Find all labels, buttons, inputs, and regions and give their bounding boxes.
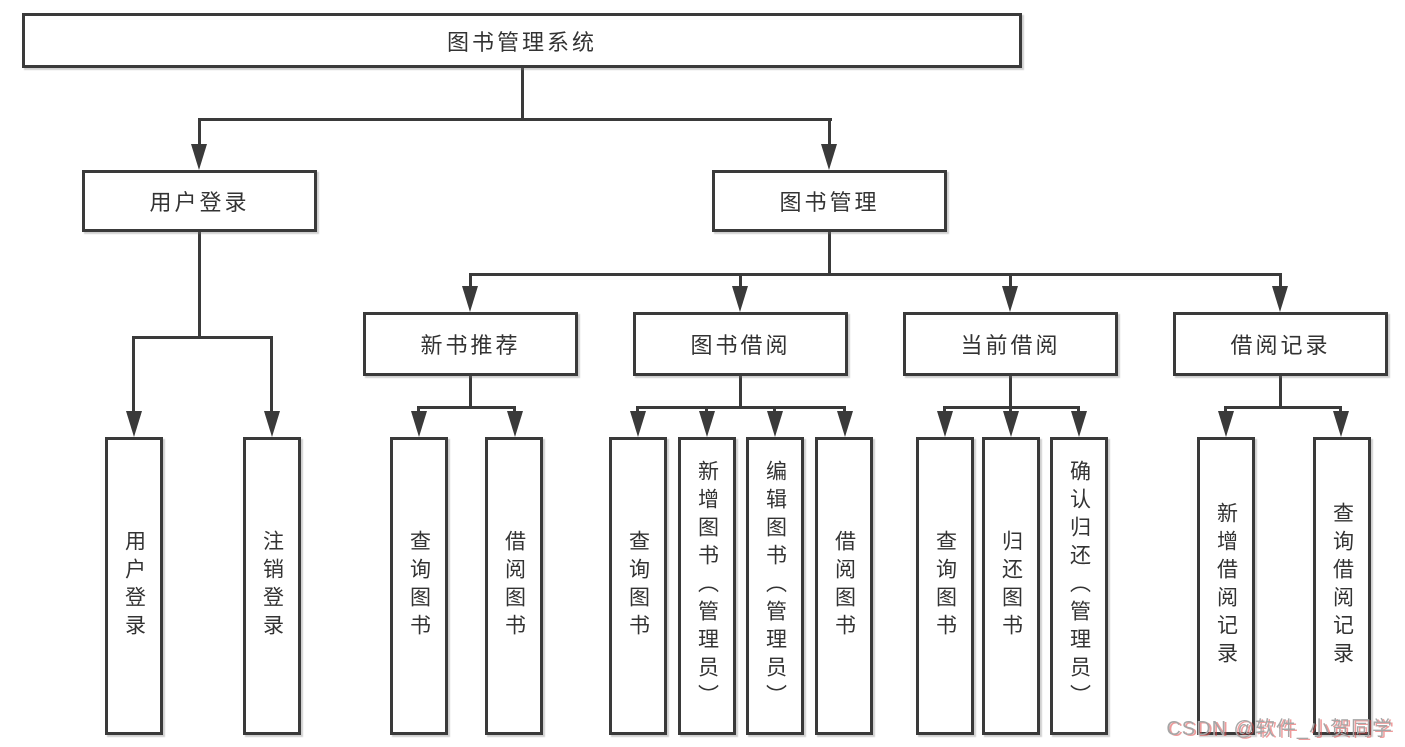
- leaf-confirm-return-admin: 确认归还（管理员）: [1050, 437, 1108, 735]
- connector: [132, 336, 273, 339]
- arrow-down: [821, 144, 837, 170]
- node-book-borrowing: 图书借阅: [633, 312, 848, 376]
- arrow-down: [126, 411, 142, 437]
- connector: [1279, 376, 1282, 409]
- arrow-down: [699, 411, 715, 437]
- arrow-down: [191, 144, 207, 170]
- connector: [828, 118, 831, 148]
- arrow-down: [937, 411, 953, 437]
- leaf-query-borrow-record: 查询借阅记录: [1313, 437, 1371, 735]
- connector: [198, 118, 832, 121]
- leaf-query-books-current: 查询图书: [916, 437, 974, 735]
- connector: [198, 118, 201, 148]
- arrow-down: [264, 411, 280, 437]
- leaf-borrow-books-recommend: 借阅图书: [485, 437, 543, 735]
- arrow-down: [1333, 411, 1349, 437]
- arrow-down: [1218, 411, 1234, 437]
- leaf-logout: 注销登录: [243, 437, 301, 735]
- arrow-down: [1071, 411, 1087, 437]
- node-current-borrowing: 当前借阅: [903, 312, 1118, 376]
- arrow-down: [462, 286, 478, 312]
- leaf-user-login: 用户登录: [105, 437, 163, 735]
- connector: [198, 232, 201, 336]
- arrow-down: [411, 411, 427, 437]
- leaf-query-books-recommend: 查询图书: [390, 437, 448, 735]
- connector: [270, 336, 273, 414]
- connector: [469, 273, 1282, 276]
- connector: [417, 406, 516, 409]
- leaf-borrow-books: 借阅图书: [815, 437, 873, 735]
- watermark: CSDN @软件_小贺同学: [1166, 718, 1393, 740]
- connector: [469, 273, 472, 289]
- arrow-down: [767, 411, 783, 437]
- arrow-down: [837, 411, 853, 437]
- connector: [828, 232, 831, 273]
- arrow-down: [507, 411, 523, 437]
- connector: [636, 406, 846, 409]
- connector: [739, 376, 742, 409]
- connector: [1009, 273, 1012, 289]
- leaf-return-books: 归还图书: [982, 437, 1040, 735]
- arrow-down: [732, 286, 748, 312]
- node-borrowing-records: 借阅记录: [1173, 312, 1388, 376]
- node-user-login: 用户登录: [82, 170, 317, 232]
- leaf-edit-book-admin: 编辑图书（管理员）: [746, 437, 804, 735]
- connector: [521, 68, 524, 118]
- arrow-down: [1272, 286, 1288, 312]
- connector: [1279, 273, 1282, 289]
- connector: [132, 336, 135, 414]
- node-book-management: 图书管理: [712, 170, 947, 232]
- connector: [739, 273, 742, 289]
- arrow-down: [630, 411, 646, 437]
- arrow-down: [1003, 411, 1019, 437]
- arrow-down: [1002, 286, 1018, 312]
- leaf-query-books-borrowing: 查询图书: [609, 437, 667, 735]
- node-new-book-recommendation: 新书推荐: [363, 312, 578, 376]
- leaf-add-borrow-record: 新增借阅记录: [1197, 437, 1255, 735]
- node-library-system: 图书管理系统: [22, 13, 1022, 68]
- connector: [1009, 376, 1012, 409]
- connector: [469, 376, 472, 409]
- connector: [1224, 406, 1342, 409]
- leaf-add-book-admin: 新增图书（管理员）: [678, 437, 736, 735]
